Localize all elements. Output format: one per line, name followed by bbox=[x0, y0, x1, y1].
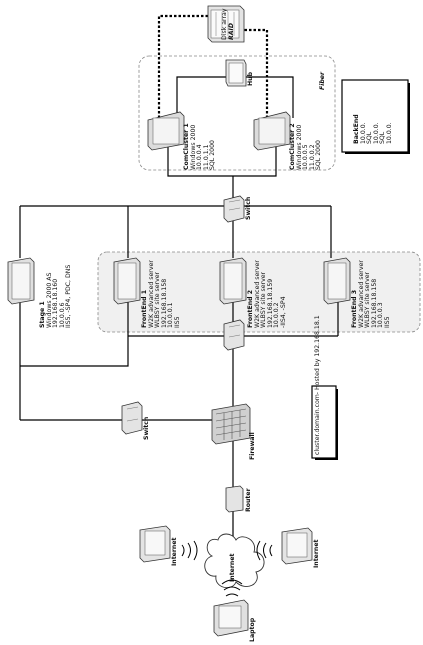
router-label: Router bbox=[245, 488, 252, 512]
wireless-waves-icon bbox=[181, 540, 198, 561]
firewall-label: Firewall bbox=[249, 432, 256, 460]
firewall-icon bbox=[211, 403, 251, 445]
frontend1-label: FrontEnd 1 W2K advanced server WLBSY sit… bbox=[141, 260, 181, 328]
server-icon bbox=[147, 111, 185, 151]
laptop-icon bbox=[213, 599, 249, 637]
switch-bottom-label: Switch bbox=[143, 416, 150, 440]
switch-icon bbox=[121, 401, 143, 435]
switch-icon bbox=[223, 195, 245, 223]
disk-array-icon bbox=[207, 5, 245, 43]
internet-pc-icon bbox=[139, 525, 171, 563]
internet-left-label: Internet bbox=[171, 537, 178, 566]
frontend2-label: FrontEnd 2 W2K advanced server WLBSY sit… bbox=[247, 260, 287, 328]
comcluster1-label: ComCluster 1 Windows 2000 10.0.0.4 11.0.… bbox=[183, 123, 217, 170]
internet-cloud-label: Internet bbox=[229, 553, 236, 582]
fiber-label: Fiber bbox=[319, 71, 326, 90]
server-icon bbox=[219, 257, 247, 305]
server-icon bbox=[113, 257, 141, 305]
backend-box bbox=[341, 79, 409, 153]
wireless-waves-icon bbox=[221, 579, 243, 597]
comcluster2-label: ComCluster 2 Windows 2000 10.0.0.5 11.0.… bbox=[289, 123, 323, 170]
internet-pc-icon bbox=[281, 527, 313, 565]
router-icon bbox=[225, 485, 244, 513]
hub-label: Hub bbox=[247, 71, 254, 86]
internet-cloud-icon bbox=[204, 533, 265, 589]
cluster-domain-label: cluster.domain.com- Hosted by 192.168.18… bbox=[314, 315, 321, 455]
hub-icon bbox=[225, 59, 247, 87]
network-links bbox=[19, 70, 339, 540]
switch-top-label: Switch bbox=[245, 196, 252, 220]
laptop-label: Laptop bbox=[249, 617, 256, 642]
server-icon bbox=[323, 257, 351, 305]
backend-label: BackEnd 10.0.0. SQL 10.0.0. SQL 10.0.0. bbox=[353, 114, 393, 144]
internet-right-label: Internet bbox=[313, 539, 320, 568]
frontend3-label: FrontEnd 3 W2K advanced server WLBSY sit… bbox=[351, 260, 391, 328]
wireless-waves-icon bbox=[256, 540, 273, 561]
fiber-region bbox=[138, 55, 336, 171]
stage1-label: Stage 1 Windows 2000 AS 192.168.18.160 1… bbox=[39, 264, 73, 328]
switch-icon bbox=[223, 319, 245, 351]
raid-label: RAID bbox=[228, 23, 235, 40]
server-icon bbox=[253, 111, 291, 151]
server-icon bbox=[7, 257, 35, 305]
